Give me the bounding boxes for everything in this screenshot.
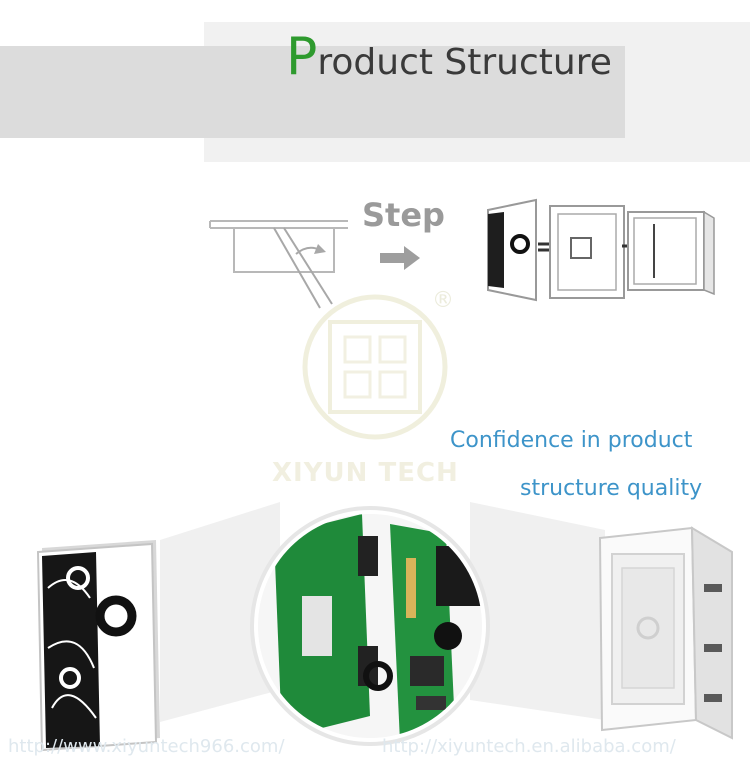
touch-switch-image (36, 540, 160, 752)
title-rest: roduct Structure (317, 42, 612, 83)
url-left[interactable]: http://www.xiyuntech966.com/ (8, 736, 285, 757)
wall-box-image (598, 526, 733, 740)
watermark-seal-image (302, 294, 448, 440)
step-label: Step (362, 196, 445, 234)
install-diagram-pry (209, 220, 348, 309)
url-right[interactable]: http://xiyuntech.en.alibaba.com/ (382, 736, 676, 757)
page-title: P roduct Structure (286, 26, 612, 96)
install-diagram-exploded (487, 198, 715, 302)
title-first-letter: P (286, 27, 318, 87)
header-banner (0, 46, 625, 138)
slogan-line-2: structure quality (520, 476, 703, 501)
registered-mark: ® (432, 288, 454, 313)
magnifier-guides (160, 502, 605, 722)
step-arrow-icon (380, 246, 420, 270)
watermark-text: XIYUN TECH (272, 458, 459, 488)
slogan-line-1: Confidence in product (450, 428, 693, 453)
pcb-magnifier-image (250, 506, 490, 746)
